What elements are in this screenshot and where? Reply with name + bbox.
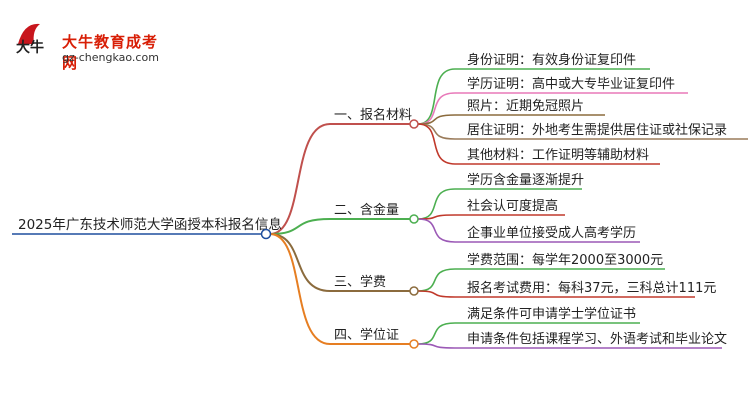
- site-logo[interactable]: 大牛 大牛教育成考网 gz-chengkao.com: [10, 14, 170, 72]
- edge-branch-leaf: [417, 92, 456, 125]
- branch-node-label[interactable]: 三、学费: [334, 274, 386, 290]
- branch-node-label[interactable]: 二、含金量: [334, 202, 399, 218]
- leaf-node-label[interactable]: 学历证明：高中或大专毕业证复印件: [467, 76, 675, 92]
- edge-branch-leaf: [417, 268, 456, 292]
- branch-node-dot[interactable]: [409, 339, 419, 349]
- leaf-node-label[interactable]: 申请条件包括课程学习、外语考试和毕业论文: [467, 331, 727, 347]
- branch-node-dot[interactable]: [409, 214, 419, 224]
- edge-branch-leaf: [417, 290, 456, 298]
- leaf-node-label[interactable]: 企事业单位接受成人高考学历: [467, 225, 636, 241]
- edge-branch-leaf: [417, 218, 456, 243]
- branch-node-label[interactable]: 四、学位证: [334, 327, 399, 343]
- edge-branch-leaf: [417, 343, 456, 349]
- leaf-node-label[interactable]: 报名考试费用：每科37元，三科总计111元: [467, 280, 716, 296]
- edge-root-branch: [269, 233, 331, 345]
- logo-mark-icon: 大牛: [16, 23, 44, 56]
- edge-root-branch: [269, 233, 331, 292]
- branch-node-label[interactable]: 一、报名材料: [334, 107, 412, 123]
- mindmap-nodes: 2025年广东技术师范大学函授本科报名信息 一、报名材料 身份证明：有效身份证复印件…: [18, 52, 727, 349]
- edge-branch-leaf: [417, 322, 456, 345]
- edge-root-branch: [269, 123, 331, 235]
- root-node-label[interactable]: 2025年广东技术师范大学函授本科报名信息: [18, 216, 282, 233]
- edge-branch-leaf: [417, 214, 456, 220]
- leaf-node-label[interactable]: 照片：近期免冠照片: [467, 99, 584, 114]
- root-node-dot[interactable]: [260, 228, 272, 240]
- edge-branch-leaf: [417, 123, 456, 140]
- logo-url: gz-chengkao.com: [62, 51, 159, 64]
- leaf-node-label[interactable]: 学历含金量逐渐提升: [467, 172, 584, 188]
- leaf-node-label[interactable]: 学费范围：每学年2000至3000元: [467, 252, 663, 268]
- branch-node-dot[interactable]: [409, 286, 419, 296]
- leaf-node-label[interactable]: 社会认可度提高: [467, 198, 558, 214]
- leaf-node-label[interactable]: 其他材料：工作证明等辅助材料: [467, 147, 649, 163]
- edge-branch-leaf: [417, 68, 456, 125]
- leaf-node-label[interactable]: 满足条件可申请学士学位证书: [467, 306, 636, 322]
- mindmap-edges: [12, 68, 748, 349]
- leaf-node-label[interactable]: 身份证明：有效身份证复印件: [467, 52, 636, 68]
- leaf-node-label[interactable]: 居住证明：外地考生需提供居住证或社保记录: [467, 122, 727, 138]
- branch-node-dot[interactable]: [409, 119, 419, 129]
- edge-branch-leaf: [417, 123, 456, 165]
- edge-root-branch: [269, 218, 331, 235]
- svg-text:大牛: 大牛: [16, 39, 44, 56]
- logo-name: 大牛教育成考网: [62, 33, 159, 72]
